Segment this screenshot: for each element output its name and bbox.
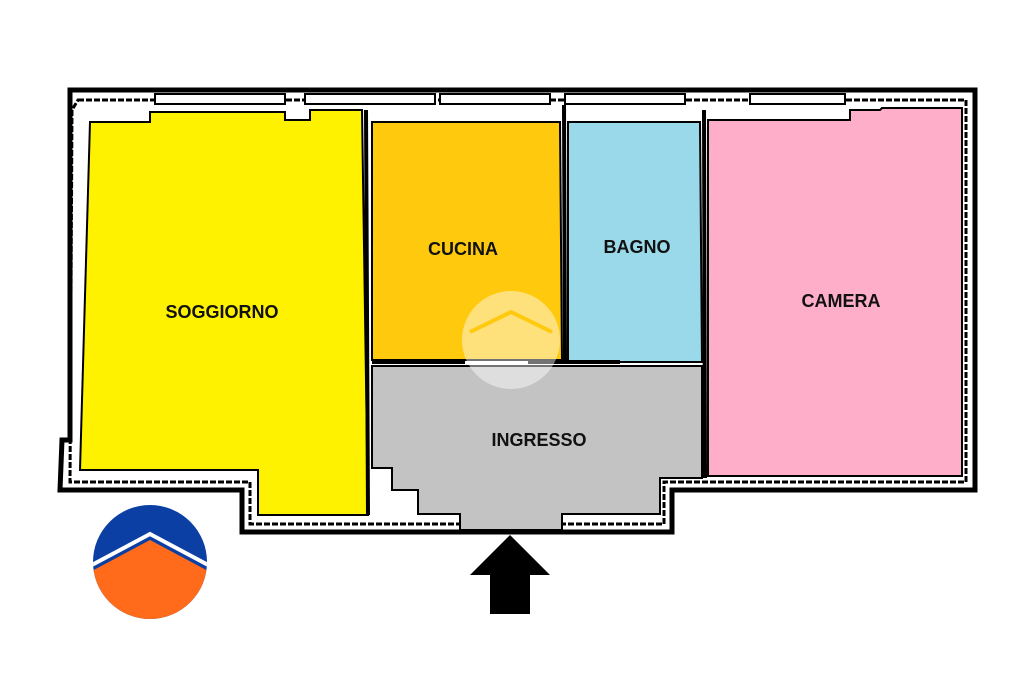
label-ingresso: INGRESSO [491,430,586,450]
top-windows [154,93,846,105]
interior-walls [364,104,707,516]
room-bagno [567,121,704,363]
label-bagno: BAGNO [604,237,671,257]
room-camera [707,107,963,477]
room-soggiorno [78,109,370,516]
label-soggiorno: SOGGIORNO [165,302,278,322]
brand-logo-icon [93,505,207,619]
label-cucina: CUCINA [428,239,498,259]
entrance-arrow-icon [470,535,550,614]
room-ingresso [371,365,703,531]
label-camera: CAMERA [802,291,881,311]
watermark-logo-icon [462,291,560,389]
